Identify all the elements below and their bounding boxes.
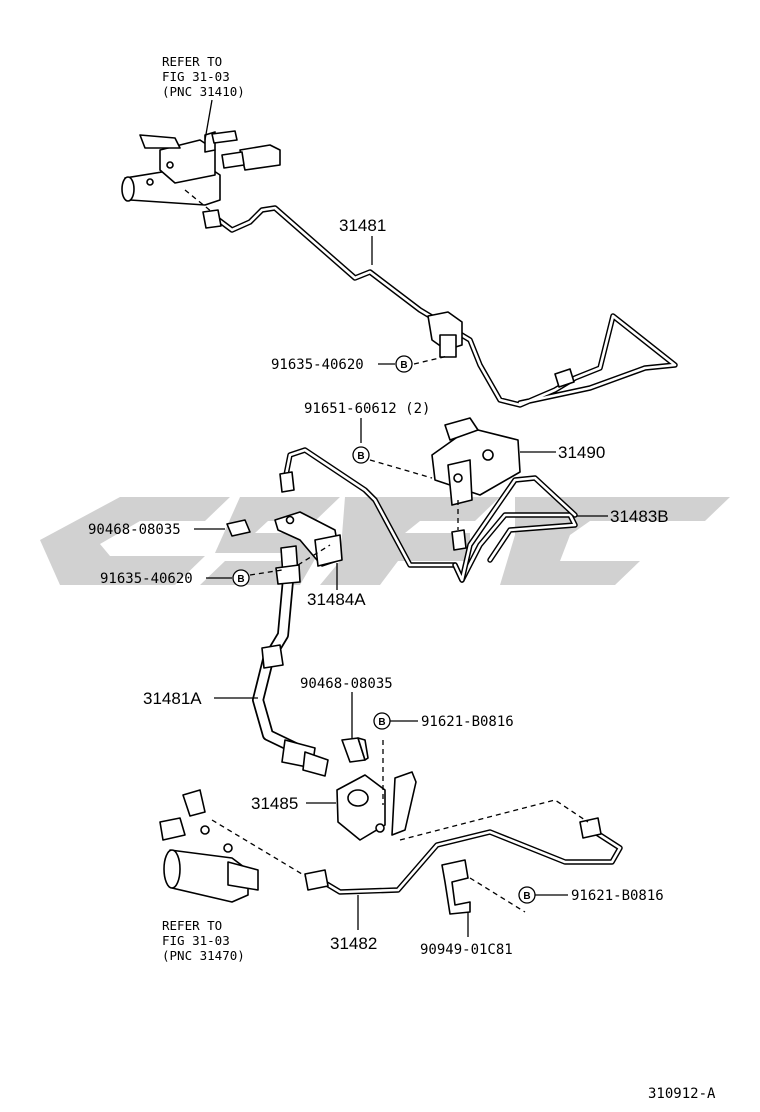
bracket-31484A (274, 511, 343, 567)
svg-text:B: B (523, 891, 530, 902)
svg-text:B: B (357, 451, 364, 462)
clip-left (226, 519, 251, 537)
callout-bolt-upper: 91635-40620 (271, 357, 364, 373)
callout-31481: 31481 (339, 216, 386, 235)
bracket-31484A-dashed (297, 544, 331, 566)
callout-31484A: 31484A (307, 590, 366, 609)
bolt-marker-center: B (373, 712, 391, 730)
pipe-31482 (304, 817, 623, 895)
dash-bolt-upper (413, 355, 449, 365)
bracket-31485 (336, 771, 417, 841)
reference-lower-line2: FIG 31-03 (162, 933, 230, 948)
callout-bolt-right: 91621-B0816 (571, 888, 664, 904)
svg-text:B: B (237, 574, 244, 585)
pipe-31483B (279, 447, 578, 583)
callout-bolt-center: 91621-B0816 (421, 714, 514, 730)
callout-31481A: 31481A (143, 689, 202, 708)
callout-bracket-lower: 90949-01C81 (420, 942, 513, 958)
pipe-clamp-upper (427, 311, 463, 358)
master-cylinder (121, 130, 281, 206)
reference-upper-leader (204, 99, 213, 141)
callout-31483B: 31483B (610, 507, 669, 526)
reference-lower-line3: (PNC 31470) (162, 948, 245, 963)
svg-text:B: B (400, 360, 407, 371)
clip-center (341, 737, 369, 763)
release-cylinder (159, 789, 259, 903)
reference-note-lower: REFER TO FIG 31-03 (PNC 31470) (162, 918, 245, 963)
callout-clip-center: 90468-08035 (300, 676, 393, 692)
callout-bolt-left: 91635-40620 (100, 571, 193, 587)
svg-text:B: B (378, 717, 385, 728)
callout-31490: 31490 (558, 443, 605, 462)
bolt-marker-left: B (232, 569, 250, 587)
figure-id: 310912-A (648, 1086, 716, 1102)
bolt-marker-upper: B (395, 355, 413, 373)
reference-upper-line1: REFER TO (162, 54, 222, 69)
bracket-90949 (441, 859, 471, 915)
callout-clip-left: 90468-08035 (88, 522, 181, 538)
reference-upper-line3: (PNC 31410) (162, 84, 245, 99)
callout-31485: 31485 (251, 794, 298, 813)
bolt-right-dashed (469, 877, 526, 913)
reference-note-upper: REFER TO FIG 31-03 (PNC 31410) (162, 54, 245, 99)
reference-upper-line2: FIG 31-03 (162, 69, 230, 84)
pipe-31481 (202, 205, 678, 408)
release-cylinder-dashed (211, 819, 313, 881)
upper-mc-dashed (184, 189, 213, 213)
bolt-marker-right: B (518, 886, 536, 904)
hose-31481A (252, 545, 329, 777)
junction-block-31490 (431, 417, 521, 506)
bolt-marker-mid: B (352, 446, 370, 464)
callout-31482: 31482 (330, 934, 377, 953)
reference-lower-line1: REFER TO (162, 918, 222, 933)
callout-bolt-mid: 91651-60612 (2) (304, 401, 430, 417)
dash-bolt-mid (369, 459, 433, 479)
